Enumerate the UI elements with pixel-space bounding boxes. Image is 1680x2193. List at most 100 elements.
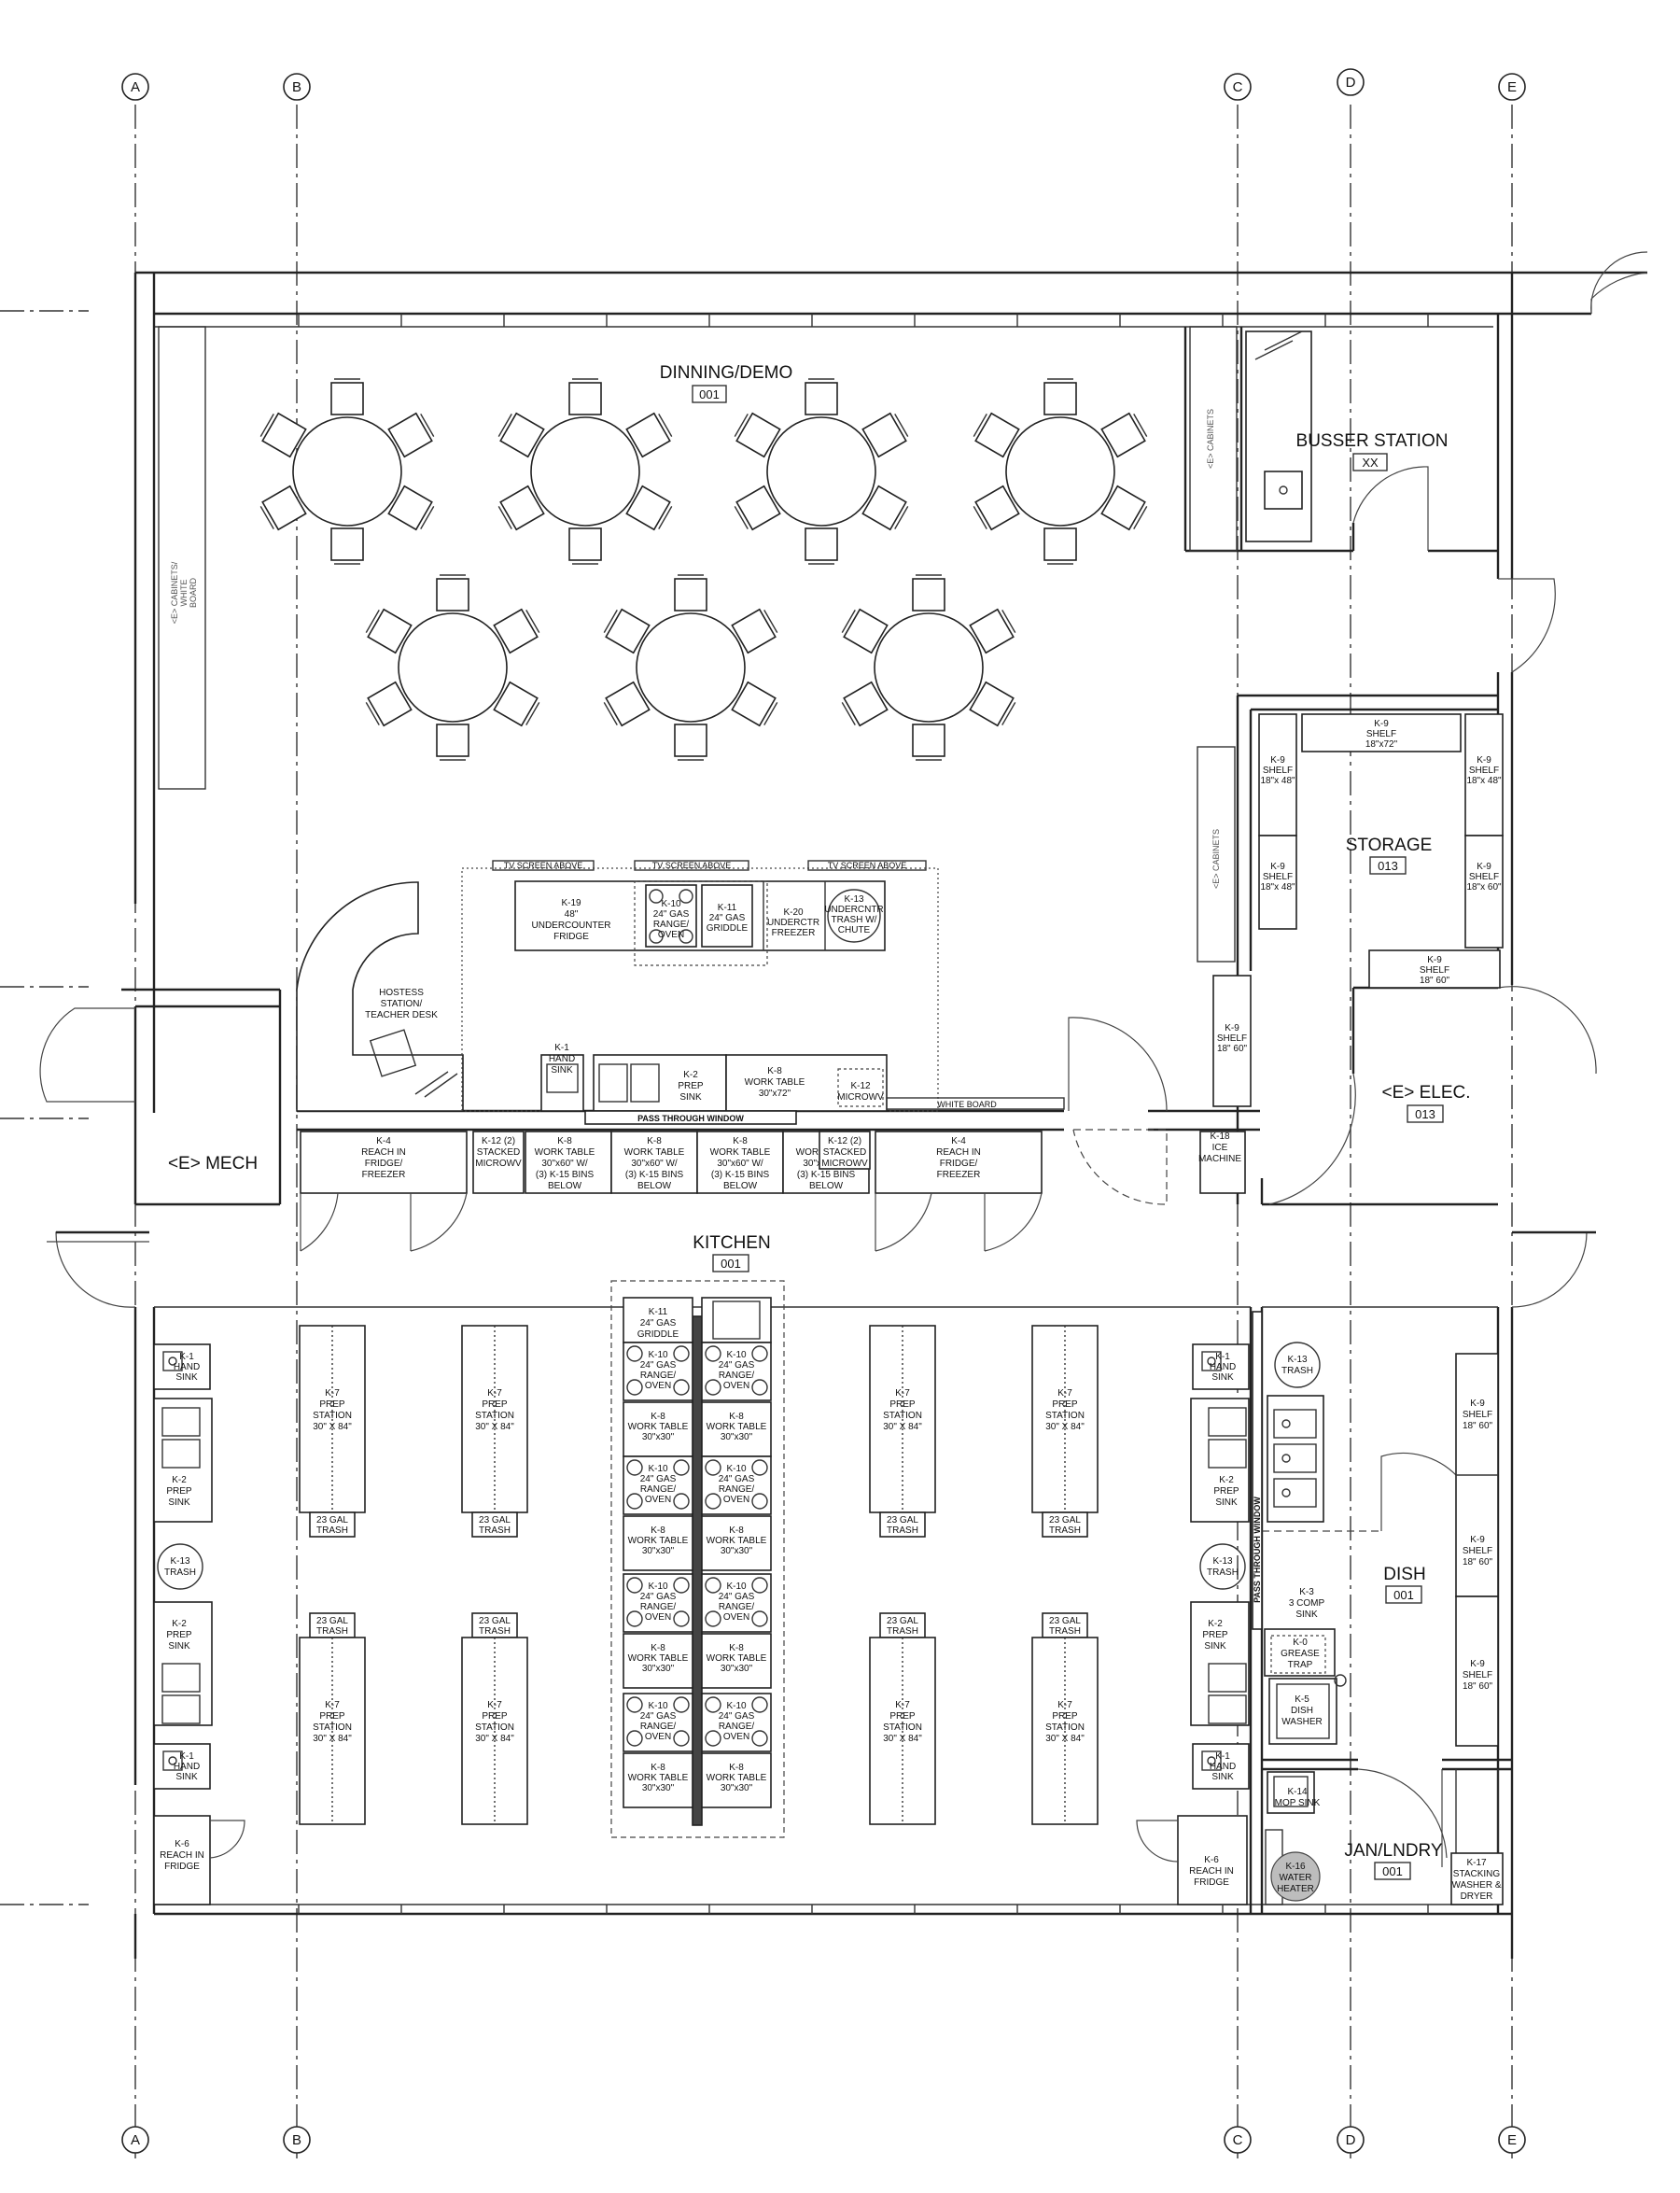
chair xyxy=(731,608,777,654)
svg-text:RANGE/: RANGE/ xyxy=(640,1484,677,1495)
svg-text:30"x30": 30"x30" xyxy=(642,1664,675,1674)
busser-counter xyxy=(1245,330,1312,542)
svg-text:OVEN: OVEN xyxy=(658,930,684,940)
svg-text:23 GAL: 23 GAL xyxy=(1049,1515,1081,1525)
svg-text:FREEZER: FREEZER xyxy=(772,928,816,938)
svg-text:WORK TABLE: WORK TABLE xyxy=(707,1773,767,1783)
svg-text:OVEN: OVEN xyxy=(723,1495,749,1505)
cabinets-storage: <E> CABINETS xyxy=(1197,746,1236,963)
svg-text:K-6: K-6 xyxy=(1204,1855,1219,1865)
svg-text:DISH: DISH xyxy=(1383,1565,1425,1584)
chair xyxy=(387,412,433,458)
svg-text:K-4: K-4 xyxy=(376,1136,391,1146)
svg-text:48": 48" xyxy=(565,909,579,920)
grid-bubble-d-top: D xyxy=(1337,68,1365,96)
svg-text:K-7: K-7 xyxy=(895,1700,910,1710)
svg-text:SHELF: SHELF xyxy=(1420,965,1449,976)
svg-text:FREEZER: FREEZER xyxy=(937,1170,981,1180)
svg-text:STORAGE: STORAGE xyxy=(1346,836,1433,855)
svg-text:B: B xyxy=(292,2132,301,2148)
svg-text:C: C xyxy=(1233,79,1243,95)
svg-text:TRASH: TRASH xyxy=(316,1525,348,1536)
svg-text:PREP: PREP xyxy=(319,1711,345,1722)
grid-bubbles: A B C D E A B C D E xyxy=(121,68,1526,2154)
svg-text:PREP: PREP xyxy=(482,1399,508,1410)
chair xyxy=(731,681,777,727)
dining-tables xyxy=(259,378,1148,761)
svg-text:3 COMP: 3 COMP xyxy=(1289,1598,1325,1609)
svg-text:HAND: HAND xyxy=(174,1362,200,1372)
svg-text:K-9: K-9 xyxy=(1270,755,1285,766)
svg-text:K-13: K-13 xyxy=(1287,1355,1308,1365)
svg-text:SINK: SINK xyxy=(1204,1641,1226,1652)
svg-text:30" X 84": 30" X 84" xyxy=(1045,1422,1085,1432)
svg-text:K-1: K-1 xyxy=(179,1751,194,1762)
chair xyxy=(805,382,838,415)
svg-text:30"x30": 30"x30" xyxy=(642,1783,675,1793)
svg-text:MICROWV: MICROWV xyxy=(821,1159,868,1169)
svg-text:SHELF: SHELF xyxy=(1263,872,1293,882)
storage-shelves: K-9 SHELF 18"x72" K-9 SHELF 18"x 48" K-9… xyxy=(1212,713,1504,1107)
chair xyxy=(861,485,907,531)
chair xyxy=(330,527,364,561)
svg-text:K-6: K-6 xyxy=(175,1839,189,1849)
entrance-door[interactable] xyxy=(1590,251,1648,315)
svg-text:PREP: PREP xyxy=(1202,1630,1228,1640)
svg-text:HAND: HAND xyxy=(174,1762,200,1772)
svg-text:013: 013 xyxy=(1378,859,1398,873)
svg-text:K-8: K-8 xyxy=(729,1412,744,1422)
grid-bubble-a-top: A xyxy=(121,73,149,101)
svg-text:WORK TABLE: WORK TABLE xyxy=(628,1422,689,1432)
round-table xyxy=(530,416,640,527)
svg-text:K-9: K-9 xyxy=(1374,719,1389,729)
grid-bubble-b-top: B xyxy=(283,73,311,101)
svg-text:18" 60": 18" 60" xyxy=(1463,1421,1493,1431)
svg-text:D: D xyxy=(1346,75,1356,91)
svg-text:WATER: WATER xyxy=(1280,1873,1312,1883)
svg-text:XX: XX xyxy=(1362,456,1379,470)
svg-text:OVEN: OVEN xyxy=(645,1495,671,1505)
svg-text:BELOW: BELOW xyxy=(723,1181,758,1191)
svg-text:STATION: STATION xyxy=(313,1411,352,1421)
chair xyxy=(330,382,364,415)
svg-text:<E> ELEC.: <E> ELEC. xyxy=(1381,1083,1470,1103)
svg-text:STATION: STATION xyxy=(1045,1411,1085,1421)
svg-text:PREP: PREP xyxy=(678,1081,704,1091)
round-table xyxy=(398,612,508,723)
svg-text:UNDERCNTR: UNDERCNTR xyxy=(824,905,883,915)
svg-text:23 GAL: 23 GAL xyxy=(316,1616,348,1626)
svg-text:MOP SINK: MOP SINK xyxy=(1275,1798,1321,1808)
svg-text:WASHER: WASHER xyxy=(1281,1717,1323,1727)
svg-text:K-9: K-9 xyxy=(1477,755,1491,766)
svg-text:OVEN: OVEN xyxy=(723,1612,749,1623)
kitchen-east-equipment: K-1 HAND SINK K-2 PREP SINK K-13 TRASH K… xyxy=(1136,1343,1250,1905)
chair xyxy=(912,724,945,757)
svg-text:WORK TABLE: WORK TABLE xyxy=(707,1536,767,1546)
svg-text:WORK TABLE: WORK TABLE xyxy=(707,1422,767,1432)
svg-text:K-2: K-2 xyxy=(172,1619,187,1629)
svg-text:K-9: K-9 xyxy=(1427,955,1442,965)
chair xyxy=(261,485,307,531)
svg-text:30"x30": 30"x30" xyxy=(721,1546,753,1556)
svg-text:TRASH: TRASH xyxy=(479,1525,511,1536)
chair xyxy=(912,578,945,612)
svg-text:24" GAS: 24" GAS xyxy=(709,913,746,923)
chair xyxy=(735,412,781,458)
svg-text:WORK TABLE: WORK TABLE xyxy=(628,1653,689,1664)
round-table xyxy=(636,612,746,723)
svg-text:K-7: K-7 xyxy=(325,1700,340,1710)
svg-text:23 GAL: 23 GAL xyxy=(316,1515,348,1525)
svg-text:PREP: PREP xyxy=(1052,1399,1078,1410)
svg-text:DRYER: DRYER xyxy=(1461,1891,1493,1902)
svg-text:K-1: K-1 xyxy=(1215,1751,1230,1762)
svg-text:K-2: K-2 xyxy=(172,1475,187,1485)
svg-text:K-9: K-9 xyxy=(1225,1023,1239,1033)
svg-text:30"x30": 30"x30" xyxy=(721,1664,753,1674)
svg-text:23 GAL: 23 GAL xyxy=(1049,1616,1081,1626)
svg-text:TRAP: TRAP xyxy=(1288,1660,1313,1670)
